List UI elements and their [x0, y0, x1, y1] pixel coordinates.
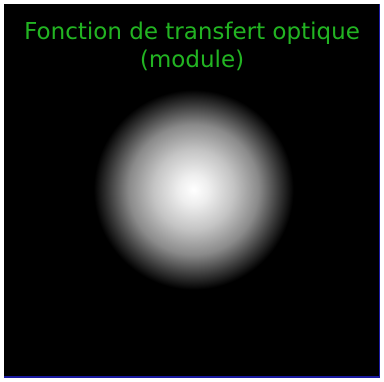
figure-frame: Fonction de transfert optique (module) — [4, 4, 380, 378]
figure-title: Fonction de transfert optique (module) — [24, 19, 360, 73]
mtf-plot — [4, 4, 379, 376]
mtf-spot — [94, 90, 294, 290]
